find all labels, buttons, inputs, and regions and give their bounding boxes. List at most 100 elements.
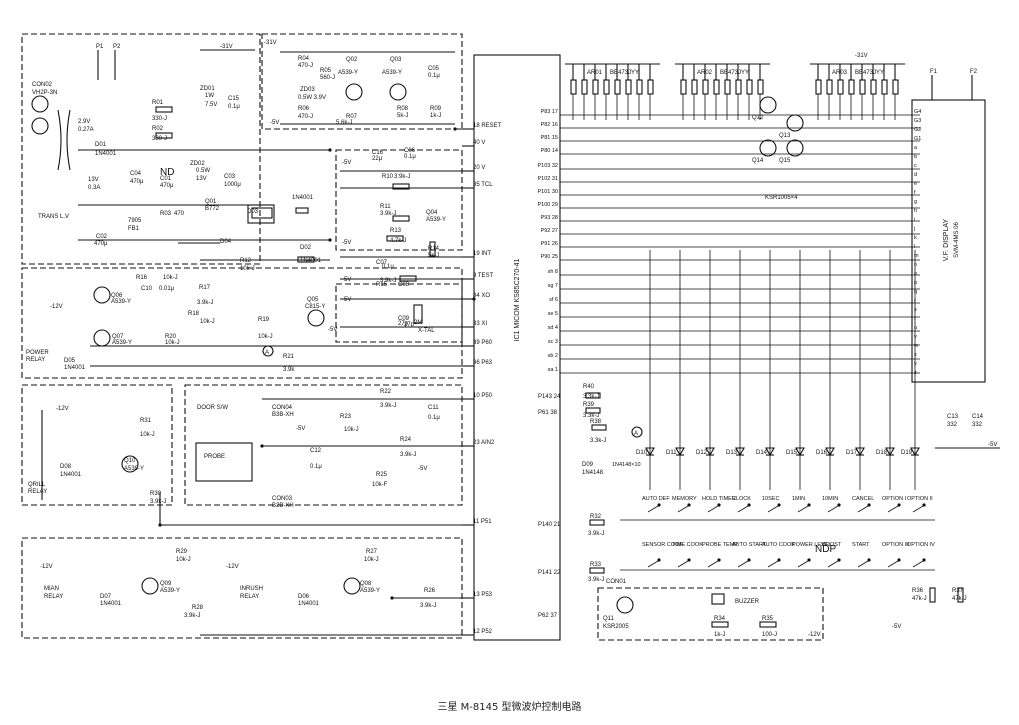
door-part: R22	[380, 389, 392, 395]
key-bottom: TIME COOK	[672, 542, 703, 548]
r33: R33	[590, 562, 602, 568]
power-part: 1000μ	[224, 182, 241, 188]
junction	[390, 596, 394, 600]
key-top: OPTION II	[907, 496, 933, 502]
grill-part: -12V	[56, 406, 69, 412]
array-resistor	[592, 79, 599, 95]
main-part: Q09	[160, 581, 172, 587]
junction	[867, 558, 871, 562]
vfd-pin: a	[914, 145, 918, 151]
array-resistor	[647, 79, 654, 95]
array-resistor	[881, 79, 888, 95]
ic-body	[473, 54, 561, 641]
door-part: B2B-XH	[272, 503, 294, 509]
transistor-q02	[345, 83, 363, 101]
r38: R38	[590, 419, 602, 425]
power-part: 0.5W	[196, 168, 210, 174]
relay-part: Q06	[111, 293, 123, 299]
power-part: 1W	[205, 93, 214, 99]
wire	[707, 505, 719, 513]
diode-label: D15	[786, 450, 798, 456]
main-part: 1N4001	[100, 601, 122, 607]
wire	[857, 505, 869, 513]
osc-part: C08	[398, 282, 410, 288]
power-part: ZD02	[190, 161, 205, 167]
relay-part: R20	[165, 334, 177, 340]
grill-part: 10k-J	[140, 432, 155, 438]
array-resistor	[581, 79, 588, 95]
junction	[807, 558, 811, 562]
R40	[585, 392, 601, 399]
relay-part: RELAY	[26, 357, 45, 363]
connector	[31, 95, 49, 113]
array-resistor	[870, 79, 877, 95]
a2: 0.3A	[88, 185, 100, 191]
p1: P1	[96, 44, 104, 50]
array-part: BE473JYY	[610, 70, 639, 76]
array-resistor	[680, 79, 687, 95]
r32: R32	[590, 514, 602, 520]
main-part: 10k-J	[364, 557, 379, 563]
ic-pin-left: P81 15	[541, 135, 558, 141]
junction	[777, 558, 781, 562]
main-part: R28	[192, 605, 204, 611]
wire	[797, 560, 809, 568]
osc-part: X-TAL	[418, 328, 435, 334]
key-top: MEMORY	[672, 496, 697, 502]
neg12-buzzer: -12V	[808, 632, 821, 638]
reset-part: A539-Y	[338, 70, 358, 76]
wire	[707, 560, 719, 568]
osc-part: A539-Y	[426, 217, 446, 223]
main-part: RELAY	[240, 594, 259, 600]
power-part: ZD01	[200, 86, 215, 92]
door-part: B3B-XH	[272, 412, 294, 418]
relay-part: POWER	[26, 350, 49, 356]
c13: C13	[947, 414, 959, 420]
R38	[591, 424, 607, 431]
power-part: D04	[220, 239, 232, 245]
key-bottom: START	[852, 542, 870, 548]
relay-part: R19	[258, 317, 270, 323]
junction	[922, 558, 926, 562]
osc-part: 27p	[398, 321, 409, 327]
ic-label: IC1 MICOM KS85C270-41	[514, 258, 521, 341]
power-part: R01	[152, 100, 164, 106]
block-int	[335, 149, 463, 251]
power-part: 470μ	[94, 241, 108, 247]
main-part: A539-Y	[360, 588, 380, 594]
transistor-label: Q12	[752, 115, 764, 121]
reset-part: 470-J	[298, 114, 313, 120]
relay-part: 3.9k	[283, 367, 295, 373]
p2: P2	[113, 44, 121, 50]
transistor-q06	[93, 286, 111, 304]
osc-part: Q04	[426, 210, 438, 216]
grill-part: Q10	[124, 458, 136, 464]
key-bottom: PROBE TEMP	[702, 542, 738, 548]
osc-part: 3.9k-J	[380, 278, 396, 284]
key-bottom: AUTO START	[732, 542, 767, 548]
power-part: C15	[228, 96, 240, 102]
transformer	[57, 109, 71, 171]
ic-pin-left: sd 4	[548, 325, 558, 331]
relay-part: 3.9k-J	[197, 300, 213, 306]
power-part: C04	[130, 171, 142, 177]
ic-pin-right: 11 P51	[473, 519, 492, 525]
door-neg5-b: -5V	[418, 466, 427, 472]
door-part: 3.9k-J	[380, 403, 396, 409]
door-part: 0.1μ	[428, 415, 440, 421]
transistor-q05	[307, 309, 325, 327]
ic-pin-right: 9 TEST	[473, 273, 494, 279]
junction	[717, 503, 721, 507]
ic-pin-left: P91 26	[541, 241, 558, 247]
r35-val: 100-J	[762, 632, 777, 638]
vfd-body	[911, 99, 986, 383]
wire	[737, 505, 749, 513]
watermark-nd: ND	[160, 167, 174, 178]
diode-label: D11	[666, 450, 677, 456]
key-bottom: OPTION IV	[907, 542, 935, 548]
grill-part: RELAY	[28, 489, 47, 495]
wire	[797, 505, 809, 513]
junction	[687, 558, 691, 562]
probe-box	[195, 442, 253, 482]
diode	[885, 447, 895, 457]
